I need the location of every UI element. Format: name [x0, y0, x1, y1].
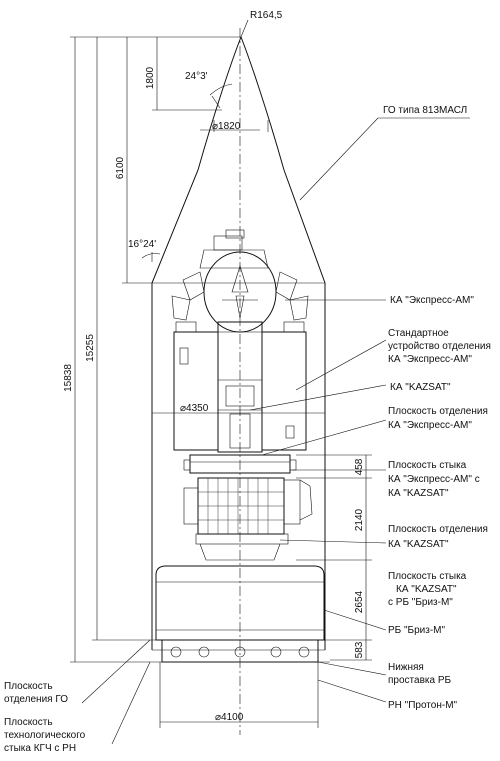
label-sep-plane-kazsat-2: КА "KAZSAT"	[388, 539, 449, 550]
dim-6100: 6100	[115, 156, 126, 179]
label-ka-kazsat: КА "KAZSAT"	[390, 382, 451, 393]
dim-angle-top: 24°3'	[185, 71, 208, 82]
label-lower-adapter-2: проставка РБ	[388, 675, 451, 686]
breeze-m-stage	[155, 565, 325, 641]
label-rb-breeze: РБ "Бриз-М"	[388, 625, 446, 636]
dim-2140: 2140	[354, 508, 365, 531]
dim-15255: 15255	[85, 334, 96, 362]
label-sep-device-2: устройство отделения	[388, 341, 491, 352]
label-sep-plane-express-2: КА "Экспресс-АМ"	[388, 420, 472, 431]
label-fairing: ГО типа 813МАСЛ	[383, 105, 467, 116]
label-sep-plane-express-1: Плоскость отделения	[388, 406, 488, 417]
dim-1800: 1800	[145, 66, 156, 89]
dim-dia-4350: ⌀4350	[180, 403, 209, 414]
label-joint-plane-2: КА "Экспресс-АМ" с	[388, 474, 480, 485]
label-joint-plane-3: КА "KAZSAT"	[388, 488, 449, 499]
dimension-lines	[70, 19, 372, 728]
label-tech-joint-2: технологического	[4, 730, 86, 741]
dim-dia-4100: ⌀4100	[215, 712, 244, 723]
dim-r-nose: R164,5	[250, 10, 283, 21]
label-joint-kazsat-rb-1: Плоскость стыка	[388, 571, 467, 582]
label-go-sep-plane-1: Плоскость	[4, 681, 53, 692]
label-ka-express: КА "Экспресс-АМ"	[390, 295, 474, 306]
label-tech-joint-3: стыка КГЧ с РН	[4, 743, 76, 754]
dim-458: 458	[354, 458, 365, 475]
dim-angle-mid: 16°24'	[128, 239, 156, 250]
dim-2654: 2654	[354, 590, 365, 613]
express-am-spacecraft	[171, 229, 309, 453]
label-go-sep-plane-2: отделения ГО	[4, 694, 68, 705]
dim-15838: 15838	[63, 364, 74, 392]
label-joint-kazsat-rb-3: с РБ "Бриз-М"	[388, 597, 453, 608]
label-tech-joint-1: Плоскость	[4, 717, 53, 728]
label-sep-device-3: КА "Экспресс-АМ"	[388, 354, 472, 365]
leader-lines	[81, 117, 470, 745]
label-rn-proton: РН "Протон-М"	[388, 700, 458, 711]
kazsat-spacecraft	[183, 477, 313, 561]
label-sep-plane-kazsat-1: Плоскость отделения	[388, 524, 488, 535]
label-joint-kazsat-rb-2: КА "KAZSAT"	[396, 584, 457, 595]
label-sep-device-1: Стандартное	[388, 328, 449, 339]
dim-583: 583	[354, 641, 365, 658]
lower-adapter	[150, 639, 330, 663]
label-joint-plane-1: Плоскость стыка	[388, 460, 467, 471]
dim-dia-1820: ⌀1820	[212, 121, 241, 132]
label-lower-adapter-1: Нижняя	[388, 662, 424, 673]
